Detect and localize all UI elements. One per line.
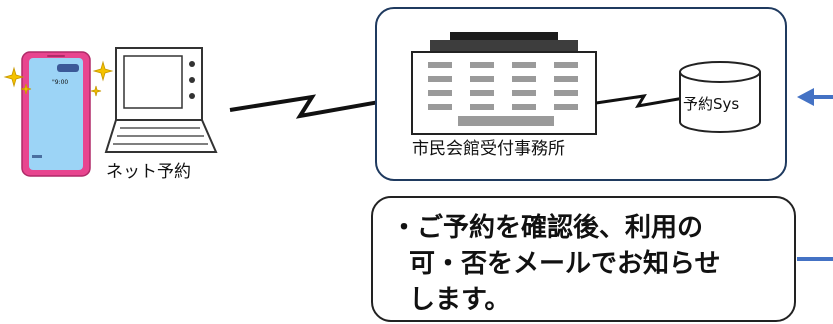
smartphone-icon: "9:00: [21, 51, 91, 177]
system-label: 予約Sys: [683, 95, 739, 113]
office-label: 市民会館受付事務所: [412, 139, 565, 159]
arrow-to-system-icon: [797, 88, 833, 106]
note-line-3: します。: [409, 285, 511, 315]
phone-time-label: "9:00: [52, 79, 68, 86]
note-line-1: ・ご予約を確認後、利用の: [391, 213, 704, 243]
notification-note-box: ・ご予約を確認後、利用の 可・否をメールでお知らせ します。: [371, 196, 796, 322]
network-link-line: [229, 94, 386, 119]
database-icon: [679, 61, 761, 133]
system-link-line: [595, 94, 685, 109]
note-line-2: 可・否をメールでお知らせ: [409, 249, 721, 279]
sparkle-icon: [3, 60, 114, 97]
building-icon: [411, 32, 597, 135]
net-booking-label: ネット予約: [106, 162, 191, 182]
laptop-icon: [104, 47, 218, 153]
